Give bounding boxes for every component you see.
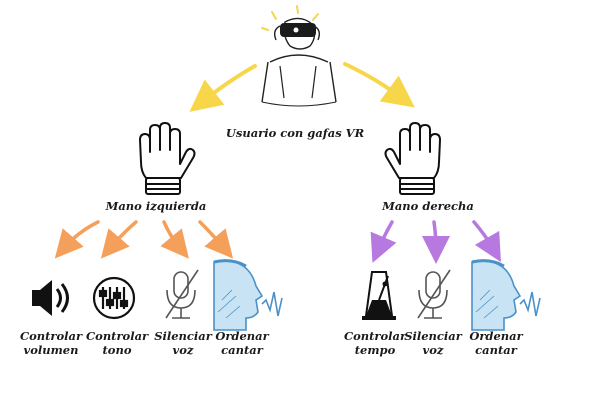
action-label-line1: Ordenar [469, 329, 523, 343]
action-label-line2: voz [172, 343, 194, 357]
action-label-line2: tono [102, 343, 132, 357]
action-label: Controlar tono [86, 329, 148, 357]
action-label: Silenciar voz [402, 329, 464, 357]
action-label-line1: Controlar [86, 329, 149, 343]
user-label: Usuario con gafas VR [225, 126, 365, 140]
singing-head-icon [471, 259, 541, 331]
arrow-to-mute-left [160, 220, 189, 259]
action-label-line1: Controlar [343, 329, 407, 343]
vr-user-illustration [261, 5, 337, 107]
action-label-line1: Silenciar [404, 329, 462, 343]
action-label-line1: Ordenar [215, 329, 269, 343]
action-label-line2: tempo [354, 343, 396, 357]
action-label-line2: cantar [475, 343, 517, 357]
speaker-icon [32, 280, 69, 316]
right-hand-label: Mano derecha [382, 199, 474, 213]
arrow-to-sing-right [472, 220, 501, 263]
action-label: Silenciar voz [152, 329, 214, 357]
action-label-line2: voz [422, 343, 444, 357]
action-label-line1: Controlar [19, 329, 83, 343]
left-hand-icon [139, 122, 196, 195]
left-hand-label: Mano izquierda [105, 199, 207, 213]
arrow-user-right [343, 62, 415, 108]
arrow-to-volume [54, 220, 100, 259]
singing-head-icon [213, 259, 283, 331]
arrow-user-left [189, 64, 257, 112]
action-label-line2: volumen [23, 343, 79, 357]
sliders-icon [92, 276, 136, 320]
arrow-to-tone [100, 220, 138, 259]
action-label: Ordenar cantar [212, 329, 272, 357]
metronome-icon [362, 271, 396, 320]
arrow-to-sing-left [198, 220, 234, 259]
action-label: Ordenar cantar [466, 329, 526, 357]
right-hand-icon [384, 122, 441, 195]
muted-mic-icon [165, 269, 199, 319]
action-label: Controlar volumen [18, 329, 84, 357]
arrow-to-mute-right [421, 220, 450, 264]
action-label: Controlar tempo [342, 329, 408, 357]
action-label-line1: Silenciar [154, 329, 212, 343]
action-label-line2: cantar [221, 343, 263, 357]
muted-mic-icon [417, 269, 451, 319]
arrow-to-tempo [370, 220, 397, 263]
